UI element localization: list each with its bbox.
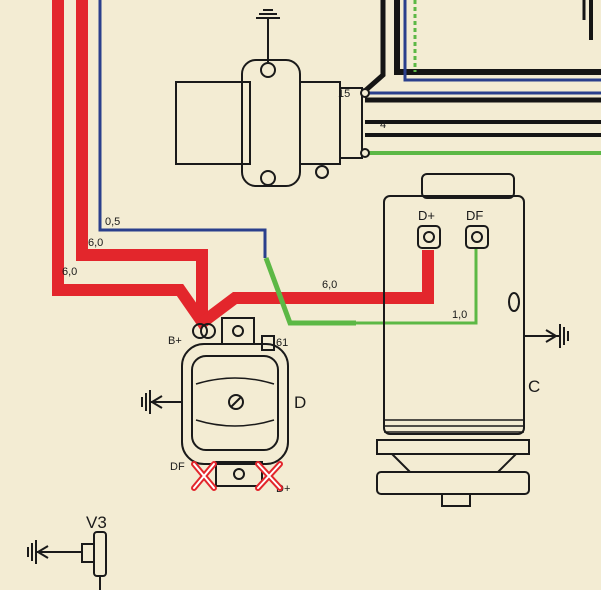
red-lower-gauge-label: 6,0 [62,266,77,278]
component-v3-label: V3 [86,513,107,532]
top-right-wire-bundle [364,0,601,92]
cross-mark-icon [191,461,217,491]
blue-wire-gauge-label: 0,5 [105,216,120,228]
regulator-terminal-bplus [192,323,216,339]
generator-terminal-dplus [417,225,441,249]
generator-terminal-df [465,225,489,249]
ignition-coil: 15 4 [175,9,386,187]
generator-df-label: DF [466,208,483,223]
red-generator-gauge-label: 6,0 [322,279,337,291]
coil-terminal-4-label: 4 [380,119,386,131]
generator: D+ DF C [376,173,569,507]
regulator-bplus-label: B+ [168,335,182,347]
generator-letter: C [528,377,540,396]
cross-mark-icon [255,461,283,491]
coil-terminal-15-label: 15 [338,88,350,100]
ground-symbol-coil [256,9,280,62]
coil-output-wires [362,91,601,155]
green-field-wire [263,244,478,326]
blue-wire [98,0,267,258]
regulator-61-label: 61 [276,337,288,349]
red-generator-wire [199,250,434,327]
ground-symbol-generator [524,324,569,348]
red-supply-wires [52,0,210,330]
regulator-df-label: DF [170,461,185,473]
ground-symbol-regulator [141,390,182,414]
component-v3: V3 [27,513,107,590]
regulator-letter: D [294,393,306,412]
generator-dplus-label: D+ [418,208,435,223]
voltage-regulator: B+ 61 DF D+ D [141,317,306,495]
green-field-gauge-label: 1,0 [452,309,467,321]
red-upper-gauge-label: 6,0 [88,237,103,249]
